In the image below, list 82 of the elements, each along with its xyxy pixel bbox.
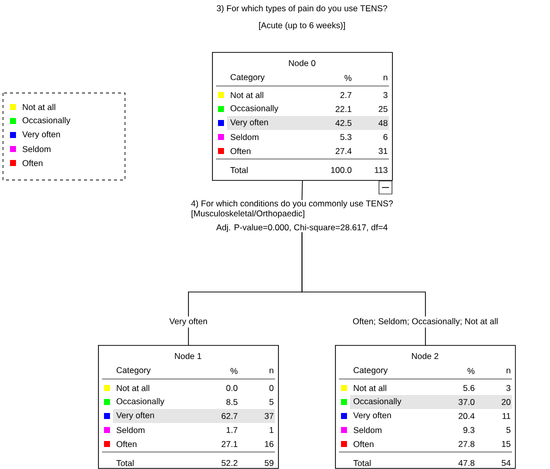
category-label: Not at all bbox=[230, 92, 264, 98]
count-value: 3 bbox=[506, 385, 510, 391]
percent-value: 8.5 bbox=[226, 399, 238, 405]
count-value: 5 bbox=[506, 427, 510, 433]
percent-value: 27.4 bbox=[336, 148, 352, 154]
percent-value: 5.6 bbox=[463, 385, 474, 391]
count-value: 31 bbox=[378, 148, 388, 154]
percent-value: 9.3 bbox=[463, 427, 474, 433]
category-label: Not at all bbox=[116, 384, 150, 392]
percent-value: 52.2 bbox=[222, 460, 238, 466]
tree-node bbox=[335, 345, 516, 469]
percent-value: 42.5 bbox=[335, 120, 352, 126]
percent-value: 0.0 bbox=[226, 385, 238, 391]
column-header: Category bbox=[116, 367, 151, 375]
count-value: 16 bbox=[265, 441, 274, 447]
category-label: Seldom bbox=[116, 426, 144, 434]
tree-node bbox=[98, 345, 279, 469]
count-value: 25 bbox=[378, 106, 388, 112]
column-header: % bbox=[344, 75, 352, 81]
column-header: n bbox=[270, 368, 274, 374]
category-label: Not at all bbox=[354, 384, 386, 392]
tree-node bbox=[212, 52, 393, 181]
question-text: 4) For which conditions do you commonly use TENS? [Musculoskeletal/Orthopaedic] bbox=[191, 200, 393, 218]
percent-value: 62.7 bbox=[222, 413, 238, 419]
test-statistics: Adj. P-value=0.000, Chi-square=28.617, df=4 bbox=[216, 224, 388, 232]
count-value: 6 bbox=[384, 134, 388, 140]
count-value: 5 bbox=[269, 399, 274, 405]
legend-label: Seldom bbox=[22, 146, 50, 152]
count-value: 20 bbox=[502, 399, 510, 405]
category-label: Seldom bbox=[354, 426, 382, 434]
count-value: 3 bbox=[383, 92, 388, 98]
total-label: Total bbox=[116, 460, 134, 466]
category-label: Occasionally bbox=[230, 105, 278, 113]
subtitle: [Acute (up to 6 weeks)] bbox=[259, 22, 345, 30]
column-header: Category bbox=[354, 367, 388, 375]
total-label: Total bbox=[230, 166, 248, 174]
percent-value: 27.1 bbox=[222, 441, 238, 447]
node-title: Node 0 bbox=[288, 60, 316, 66]
percent-value: 47.8 bbox=[458, 460, 474, 466]
column-header: n bbox=[506, 368, 510, 374]
category-label: Often bbox=[230, 148, 250, 154]
edge-label: Very often bbox=[168, 316, 210, 328]
percent-value: 2.7 bbox=[340, 92, 352, 98]
category-label: Very often bbox=[116, 412, 154, 420]
category-label: Often bbox=[354, 440, 374, 448]
count-value: 59 bbox=[264, 460, 274, 466]
column-header: % bbox=[230, 368, 238, 374]
category-label: Very often bbox=[353, 412, 391, 420]
count-value: 48 bbox=[378, 120, 388, 126]
percent-value: 27.8 bbox=[458, 441, 474, 447]
total-label: Total bbox=[353, 460, 371, 466]
percent-value: 1.7 bbox=[226, 427, 238, 433]
category-label: Occasionally bbox=[354, 398, 402, 406]
category-label: Very often bbox=[230, 119, 268, 127]
category-label: Often bbox=[116, 440, 136, 448]
node-title: Node 2 bbox=[412, 352, 438, 360]
connector-line bbox=[302, 180, 303, 200]
count-value: 0 bbox=[269, 385, 274, 391]
title: 3) For which types of pain do you use TENS? bbox=[216, 5, 388, 13]
percent-value: 5.3 bbox=[340, 134, 352, 140]
count-value: 54 bbox=[502, 460, 511, 466]
category-label: Seldom bbox=[230, 134, 258, 140]
count-value: 1 bbox=[270, 427, 274, 433]
node-title: Node 1 bbox=[175, 352, 202, 360]
legend-label: Very often bbox=[22, 131, 60, 139]
legend-label: Often bbox=[22, 160, 42, 166]
column-header: % bbox=[468, 368, 474, 374]
connector-line bbox=[302, 232, 426, 346]
edge-label: Often; Seldom; Occasionally; Not at all bbox=[351, 316, 500, 328]
column-header: n bbox=[384, 76, 388, 80]
column-header: Category bbox=[230, 74, 265, 82]
count-value: 37 bbox=[264, 413, 274, 419]
legend-label: Occasionally bbox=[22, 117, 70, 125]
count-value: 11 bbox=[502, 413, 510, 419]
count-value: 15 bbox=[502, 441, 510, 447]
percent-value: 22.1 bbox=[336, 106, 352, 112]
count-value: 113 bbox=[374, 167, 388, 173]
category-label: Occasionally bbox=[116, 398, 164, 406]
percent-value: 100.0 bbox=[331, 167, 352, 173]
legend-label: Not at all bbox=[22, 104, 56, 110]
percent-value: 37.0 bbox=[458, 399, 474, 405]
percent-value: 20.4 bbox=[458, 413, 475, 419]
